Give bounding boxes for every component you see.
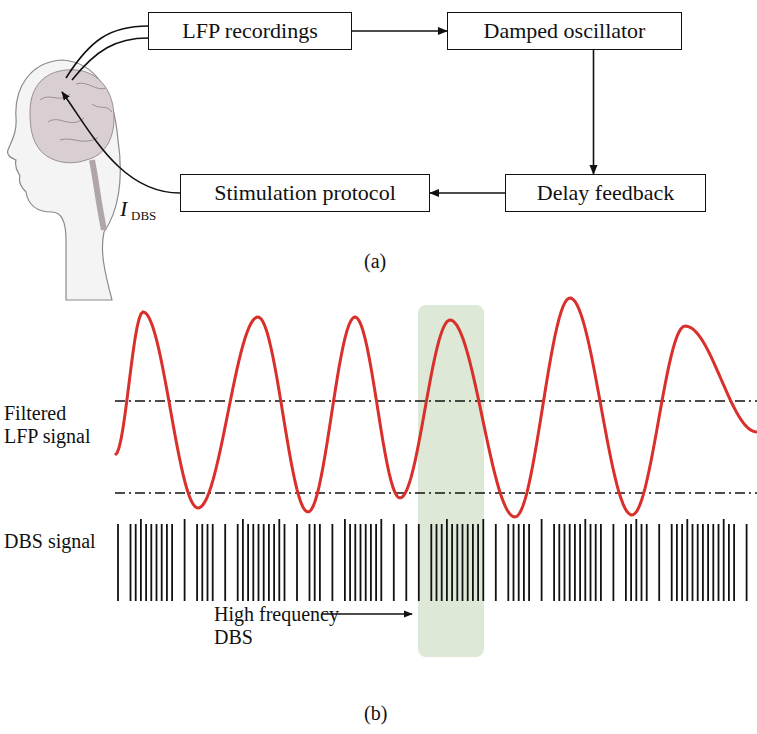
annotation: High frequency: [214, 603, 339, 626]
process-box: Delay feedback: [505, 174, 706, 212]
panel-label: (a): [364, 250, 386, 273]
highlight-band: [418, 305, 484, 657]
stimulation-arrow: [62, 92, 180, 193]
panel-label: (b): [364, 702, 387, 725]
recording-lead: [72, 38, 148, 80]
process-box: Stimulation protocol: [180, 174, 430, 212]
axis-label: Filtered LFP signal: [4, 402, 100, 448]
recording-lead: [66, 26, 148, 78]
flow-arrow: [593, 50, 595, 174]
process-box: LFP recordings: [148, 12, 352, 50]
box-text: Stimulation protocol: [214, 180, 396, 205]
current-symbol: I: [120, 196, 127, 221]
annotation: DBS: [214, 626, 253, 649]
lfp-wave: [115, 298, 757, 517]
process-box: Damped oscillator: [447, 12, 682, 50]
box-text: Delay feedback: [537, 180, 674, 205]
dbs-pulses: [118, 519, 747, 601]
axis-label: DBS signal: [4, 530, 100, 553]
current-subscript: DBS: [131, 208, 156, 223]
box-text: LFP recordings: [182, 18, 317, 43]
box-text: Damped oscillator: [484, 18, 646, 43]
flow-arrow: [352, 30, 447, 32]
flow-arrow: [430, 192, 505, 194]
lower-threshold: [115, 492, 757, 494]
